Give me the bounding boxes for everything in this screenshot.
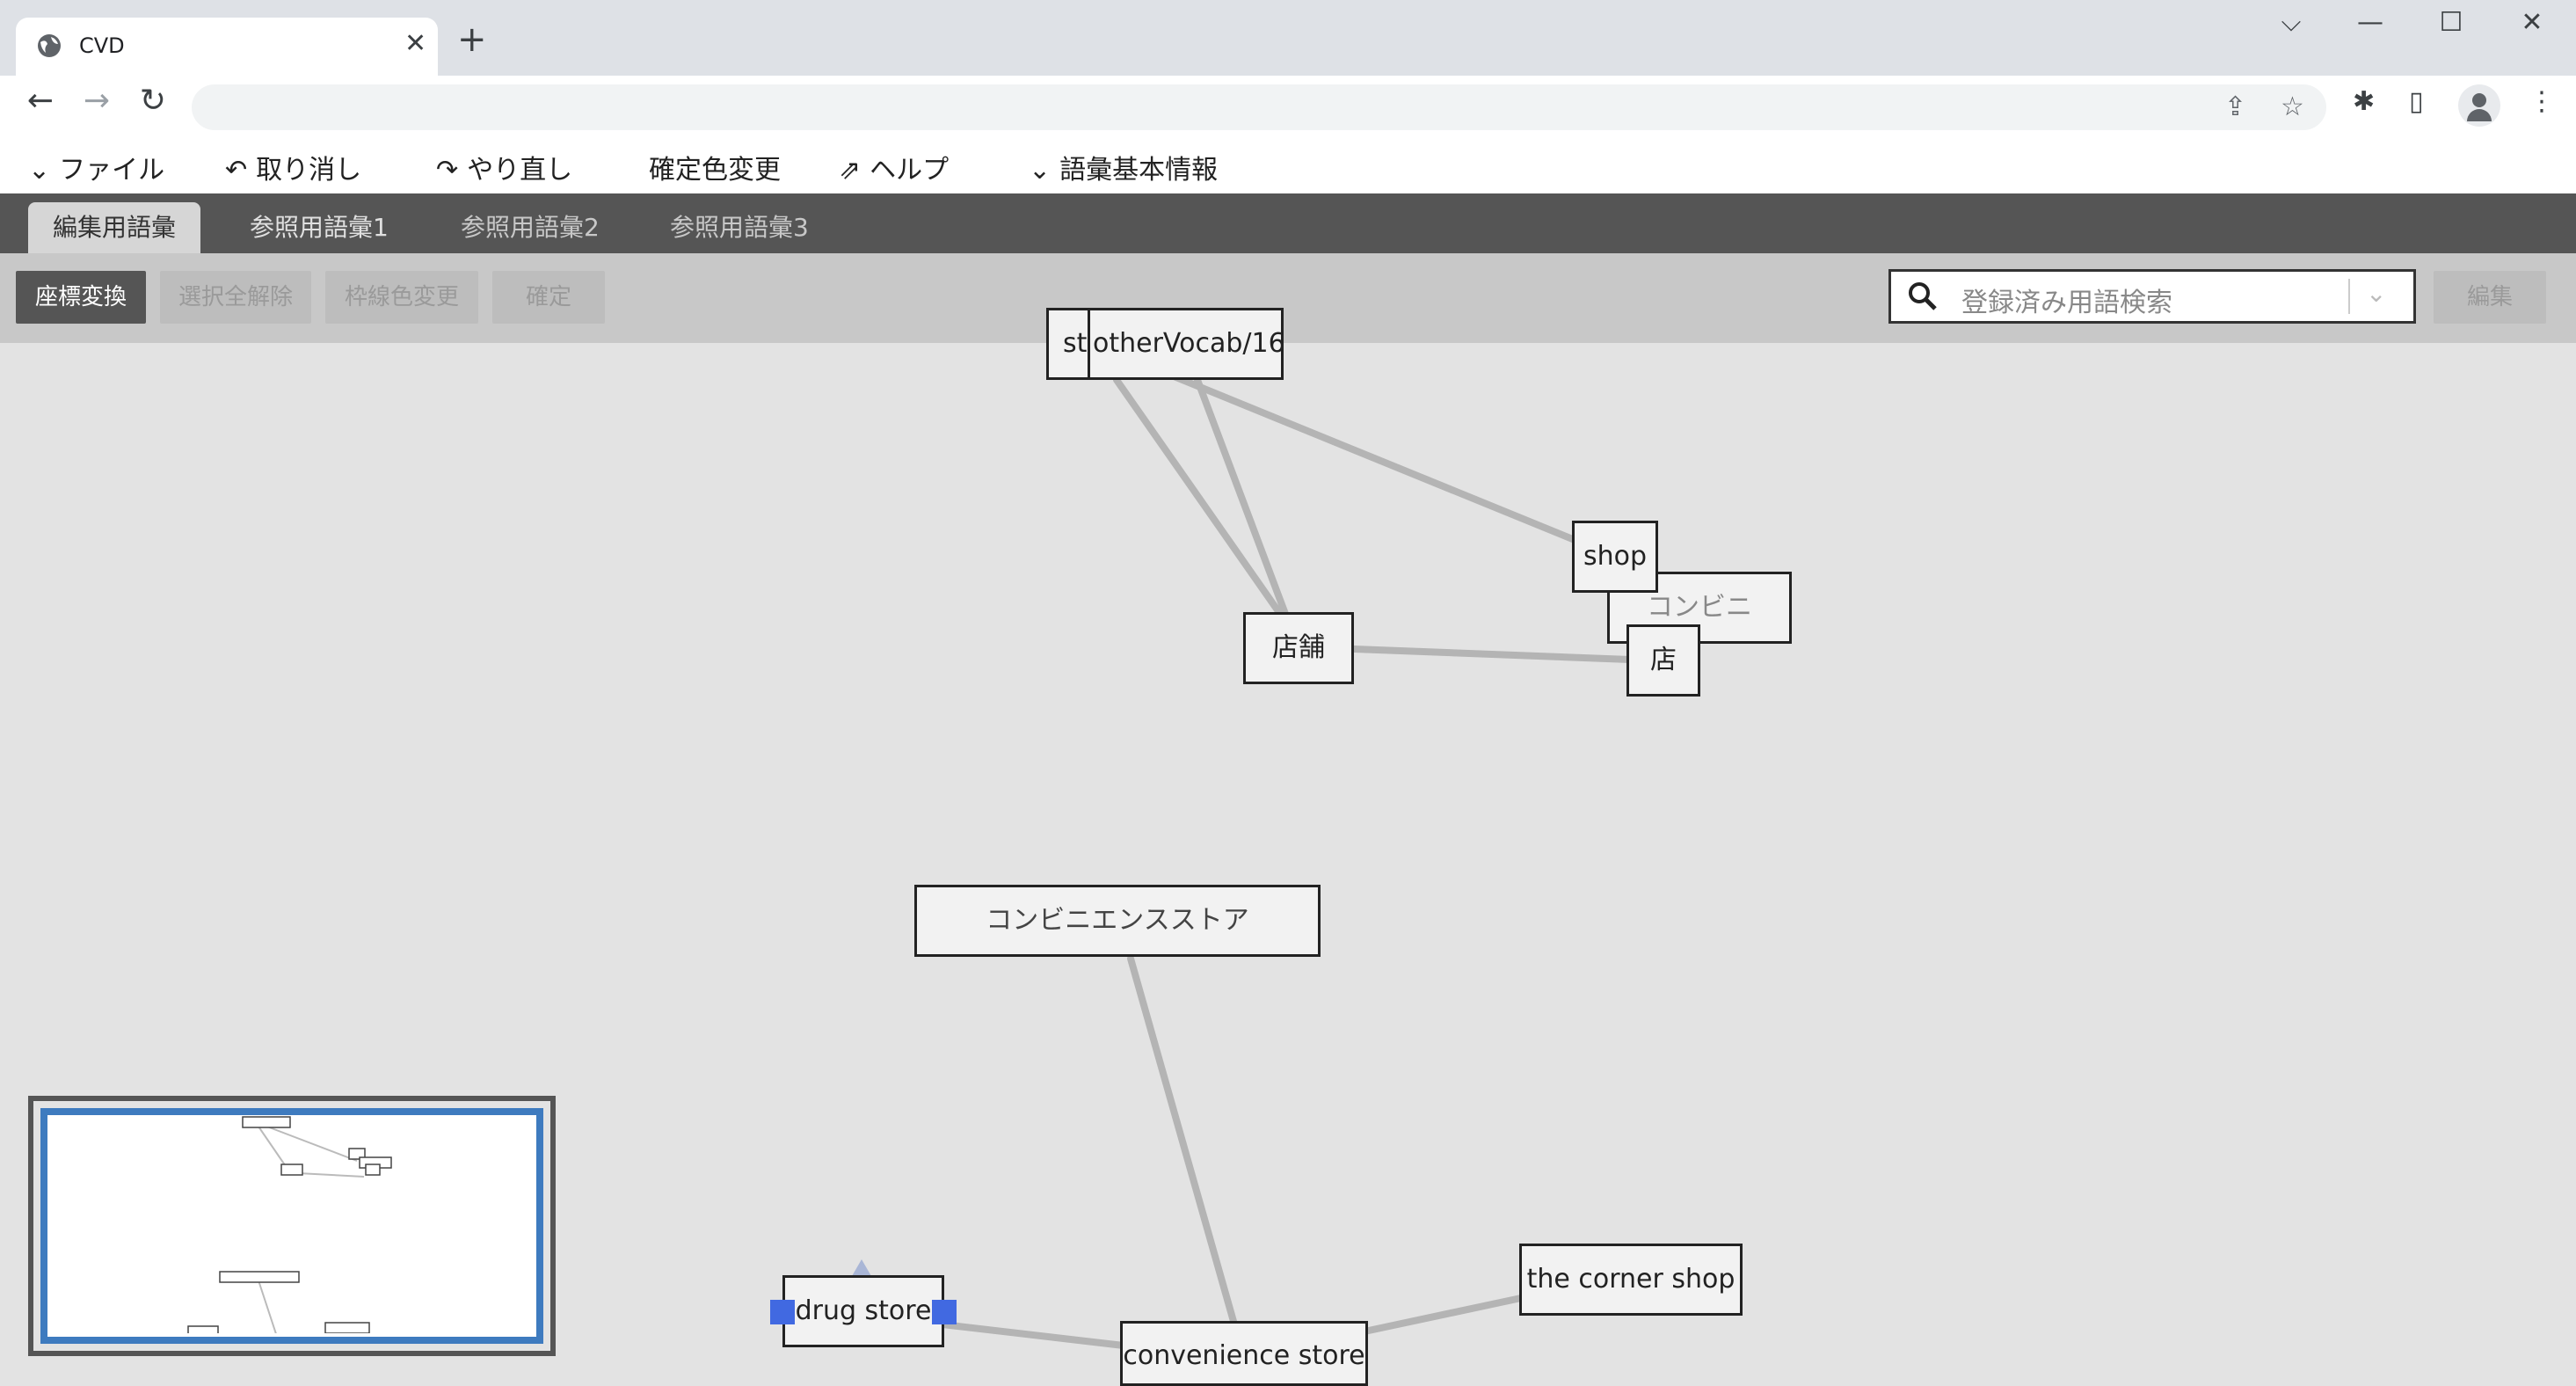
window-close-icon[interactable]: ✕ xyxy=(2521,7,2543,38)
menu-file[interactable]: ⌄ ファイル xyxy=(28,148,164,186)
menu-file-label: ファイル xyxy=(59,155,165,186)
menu-undo-label: 取り消し xyxy=(256,155,362,186)
bookmark-star-icon[interactable]: ☆ xyxy=(2281,91,2304,122)
tab-search-icon[interactable]: ⌵ xyxy=(2281,7,2302,38)
node-othervocab-label: otherVocab/16 xyxy=(1093,310,1281,377)
menu-vocab-info[interactable]: ⌄語彙基本情報 xyxy=(1029,148,1218,186)
edge-othervocab-tenpo xyxy=(1113,376,1284,617)
tab-close-icon[interactable]: ✕ xyxy=(404,28,427,59)
avatar-shoulders xyxy=(2467,109,2492,121)
node-mise[interactable]: 店 xyxy=(1626,624,1700,697)
menu-redo[interactable]: ↷ やり直し xyxy=(436,148,572,186)
avatar-head xyxy=(2472,93,2486,107)
selection-handle-left[interactable] xyxy=(770,1300,795,1324)
new-tab-button[interactable]: + xyxy=(457,19,487,60)
chevron-down-icon: ⌄ xyxy=(28,155,51,186)
back-icon[interactable]: ← xyxy=(26,83,55,119)
search-placeholder: 登録済み用語検索 xyxy=(1961,288,2172,318)
tab-edit-vocab[interactable]: 編集用語彙 xyxy=(28,202,201,253)
forward-icon[interactable]: → xyxy=(83,83,111,119)
node-conbini-store[interactable]: コンビニエンスストア xyxy=(914,885,1321,957)
edge-othervocab-tenpo-2 xyxy=(1194,376,1289,617)
browser-toolbar: ← → ↻ ⇪ ☆ ✱ ▯ ⋮ xyxy=(0,76,2576,140)
node-st-label: st xyxy=(1063,328,1088,359)
tab-ref-vocab-2[interactable]: 参照用語彙2 xyxy=(461,213,600,242)
term-search-box[interactable]: 登録済み用語検索 ⌄ xyxy=(1888,269,2416,324)
extensions-icon[interactable]: ✱ xyxy=(2353,86,2376,117)
selection-handle-right[interactable] xyxy=(932,1300,957,1324)
edit-toolbar: 座標変換 選択全解除 枠線色変更 確定 登録済み用語検索 ⌄ 編集 xyxy=(0,253,2576,343)
node-divider xyxy=(1088,310,1090,377)
browser-menu-icon[interactable]: ⋮ xyxy=(2529,86,2555,117)
side-panel-icon[interactable]: ▯ xyxy=(2409,86,2424,117)
node-convenience-store[interactable]: convenience store xyxy=(1120,1321,1368,1386)
tab-title: CVD xyxy=(79,33,125,58)
node-shop[interactable]: shop xyxy=(1572,521,1658,593)
tab-ref-vocab-3[interactable]: 参照用語彙3 xyxy=(670,213,809,242)
browser-titlebar: CVD ✕ + ⌵ — ☐ ✕ xyxy=(0,0,2576,76)
profile-avatar-icon[interactable] xyxy=(2458,84,2500,127)
search-icon xyxy=(1909,282,1937,310)
edge-conveniencestore-cornershop xyxy=(1361,1295,1524,1335)
menu-confirm-color[interactable]: 確定色変更 xyxy=(649,155,781,186)
minimize-icon[interactable]: — xyxy=(2357,7,2383,38)
share-icon[interactable]: ⇪ xyxy=(2224,91,2247,122)
app-menubar: ⌄ファイル ↶取り消し ↷やり直し 確定色変更 ⇗ヘルプ ⌄語彙基本情報 xyxy=(0,139,2576,193)
tab-ref-vocab-1[interactable]: 参照用語彙1 xyxy=(250,213,389,242)
maximize-icon[interactable]: ☐ xyxy=(2439,7,2463,38)
edge-tenpo-mise xyxy=(1350,646,1634,663)
node-drug-store[interactable]: drug store xyxy=(782,1275,944,1347)
external-link-icon: ⇗ xyxy=(839,155,862,186)
minimap-viewport xyxy=(40,1108,543,1344)
chevron-down-icon: ⌄ xyxy=(1029,155,1052,186)
minimap-graph xyxy=(187,1116,392,1333)
undo-icon: ↶ xyxy=(225,155,248,186)
node-tenpo[interactable]: 店舗 xyxy=(1243,612,1354,684)
node-corner-shop[interactable]: the corner shop xyxy=(1519,1244,1743,1316)
edge-conbinistore-conveniencestore xyxy=(1127,955,1238,1328)
chevron-down-icon[interactable]: ⌄ xyxy=(2366,279,2387,308)
edge-drugstore-conveniencestore xyxy=(939,1321,1127,1349)
menu-redo-label: やり直し xyxy=(467,155,573,186)
menu-help-label: ヘルプ xyxy=(870,155,950,186)
border-color-button[interactable]: 枠線色変更 xyxy=(325,271,478,324)
redo-icon: ↷ xyxy=(436,155,459,186)
confirm-button[interactable]: 確定 xyxy=(492,271,605,324)
search-separator xyxy=(2348,279,2350,314)
reload-icon[interactable]: ↻ xyxy=(139,83,167,119)
node-other-vocab[interactable]: st otherVocab/16 xyxy=(1046,308,1284,380)
menu-help[interactable]: ⇗ ヘルプ xyxy=(839,148,949,186)
globe-icon xyxy=(38,34,61,57)
graph-canvas[interactable]: st otherVocab/16 コンビニ shop 店 店舗 コンビニエンスス… xyxy=(0,308,2576,1386)
browser-tab[interactable]: CVD ✕ xyxy=(16,18,438,76)
edit-button[interactable]: 編集 xyxy=(2434,271,2546,324)
menu-undo[interactable]: ↶ 取り消し xyxy=(225,148,361,186)
address-bar[interactable]: ⇪ ☆ xyxy=(192,84,2326,130)
edge-othervocab-shop xyxy=(1136,359,1583,545)
coord-convert-button[interactable]: 座標変換 xyxy=(16,271,146,324)
deselect-all-button[interactable]: 選択全解除 xyxy=(160,271,311,324)
minimap[interactable] xyxy=(28,1096,556,1356)
menu-vocab-info-label: 語彙基本情報 xyxy=(1059,155,1219,186)
vocab-tabbar: 編集用語彙 参照用語彙1 参照用語彙2 参照用語彙3 xyxy=(0,193,2576,253)
